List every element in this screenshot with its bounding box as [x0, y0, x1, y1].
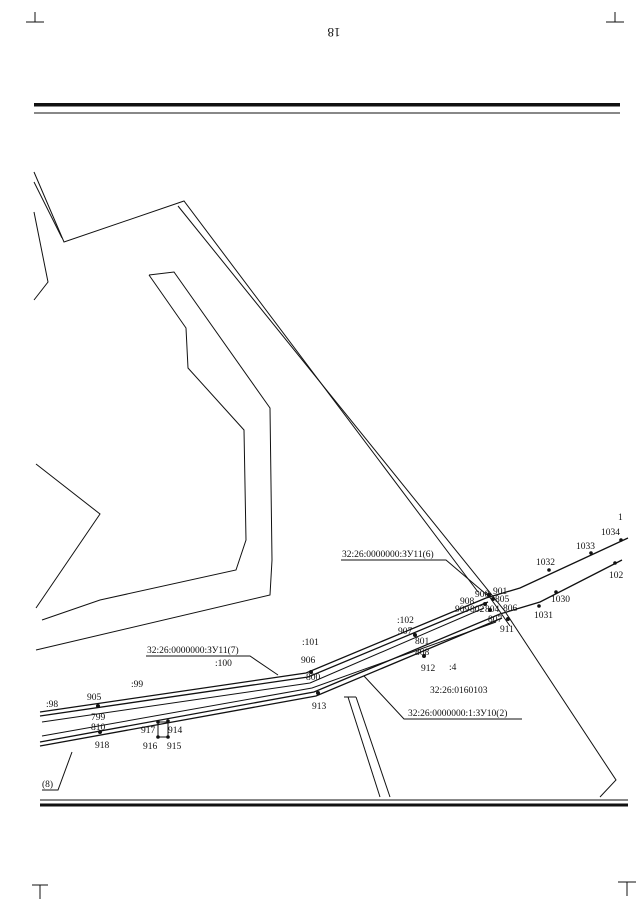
point-label: 1032: [536, 558, 555, 568]
parcel-labels: :102 :101 :100 :99 :98 :4: [46, 616, 457, 710]
label-zu11-7: 32:26:0000000:ЗУ11(7): [147, 645, 239, 656]
point-label: 1030: [551, 595, 570, 605]
footer-rule: [40, 799, 628, 807]
point-label: 908: [460, 597, 475, 607]
point-label: 914: [168, 726, 183, 736]
parcel-label: :101: [302, 638, 319, 648]
point-label: 907: [398, 627, 413, 637]
leader-lines: [42, 559, 522, 791]
turning-points: [96, 538, 623, 739]
parcel-boundaries: [33, 171, 617, 798]
point-label: 1031: [534, 611, 553, 621]
point-label: 915: [167, 742, 182, 752]
point-label: 1034: [601, 528, 620, 538]
point-labels: 1 1034 1033 1032 102 1030 1031 900 901 9…: [87, 513, 624, 752]
parcel-label: :102: [397, 616, 414, 626]
parcel-label: :100: [215, 659, 232, 669]
parcel-label: :98: [46, 700, 58, 710]
point-label: 802: [470, 605, 485, 615]
point-label: 804: [485, 605, 500, 615]
point-label: 800: [306, 673, 321, 683]
point-label: 912: [421, 664, 436, 674]
point-label: 805: [495, 595, 510, 605]
label-zu10-2: 32:26:0000000:1:ЗУ10(2): [408, 708, 507, 719]
corridor-lines: [39, 537, 629, 747]
point-label: 1: [618, 513, 623, 523]
point-label: 102: [609, 571, 624, 581]
point-label: 799: [91, 713, 106, 723]
crop-marks: [26, 12, 636, 899]
parcel-label: :4: [449, 663, 457, 673]
point-label: 1033: [576, 542, 595, 552]
parcel-label: :99: [131, 680, 143, 690]
point-label: 806: [503, 604, 518, 614]
point-label: 906: [301, 656, 316, 666]
point-label: 909: [455, 605, 470, 615]
label-block: 32:26:0160103: [430, 686, 488, 696]
point-label: 808: [415, 648, 430, 658]
point-label: 918: [95, 741, 110, 751]
point-label: 810: [91, 723, 106, 733]
cadastral-labels: 32:26:0000000:ЗУ11(6) 32:26:0000000:ЗУ11…: [42, 549, 507, 790]
page-number: 18: [328, 25, 341, 40]
label-zu11-6: 32:26:0000000:ЗУ11(6): [342, 549, 434, 560]
point-label: 807: [488, 615, 503, 625]
point-label: 900: [475, 590, 490, 600]
point-label: 905: [87, 693, 102, 703]
point-label: 901: [493, 587, 508, 597]
header-rule: [34, 103, 620, 114]
point-label: 917: [141, 726, 156, 736]
point-label: 916: [143, 742, 158, 752]
point-label: 801: [415, 637, 430, 647]
point-label: 911: [500, 625, 514, 635]
point-label: 913: [312, 702, 327, 712]
label-part-8: (8): [42, 779, 53, 790]
